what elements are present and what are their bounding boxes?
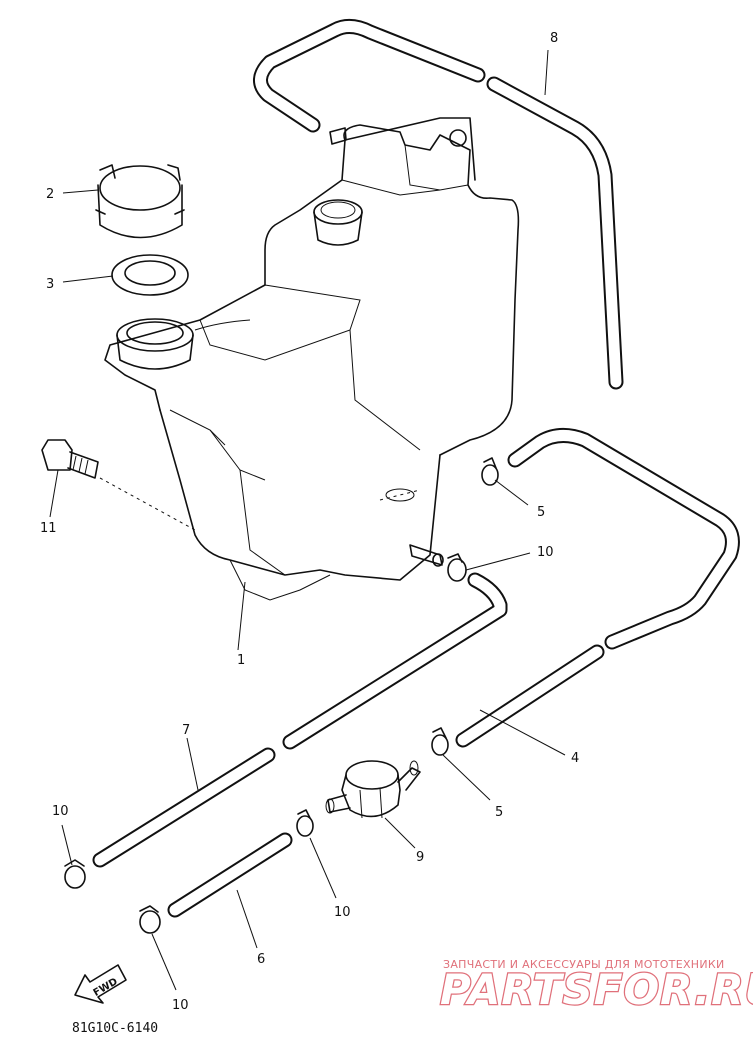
clamp-part-5-upper <box>481 457 499 486</box>
clamp-part-10-left-lower <box>139 905 161 934</box>
diagram-code: 81G10C-6140 <box>72 1021 158 1036</box>
leader-lines <box>49 49 566 991</box>
callout-10-spigot: 10 <box>537 545 554 560</box>
callout-1: 1 <box>237 653 245 668</box>
callout-10-left-lower: 10 <box>172 998 189 1013</box>
clamp-part-10-left-upper <box>64 859 86 889</box>
callout-10-left-upper: 10 <box>52 804 69 819</box>
cap-part-2 <box>95 164 185 239</box>
callout-5-upper: 5 <box>537 505 545 520</box>
watermark-tagline: ЗАПЧАСТИ И АКСЕССУАРЫ ДЛЯ МОТОТЕХНИКИ <box>443 958 725 971</box>
watermark: ЗАПЧАСТИ И АКСЕССУАРЫ ДЛЯ МОТОТЕХНИКИ PA… <box>439 958 753 1015</box>
clamp-part-10-spigot <box>447 553 467 582</box>
hose-part-8 <box>253 19 624 390</box>
bolt-part-11 <box>41 439 196 531</box>
hose-part-7 <box>92 747 276 868</box>
clamp-part-5-lower <box>431 727 449 756</box>
reservoir-tank-part-1 <box>104 117 520 601</box>
hose-part-4 <box>455 644 605 748</box>
hose-part-7-upper <box>282 572 508 750</box>
callout-2: 2 <box>46 187 54 202</box>
hose-part-6 <box>167 832 293 918</box>
fwd-arrow-icon: FWD <box>74 964 127 1004</box>
filter-part-9 <box>325 760 421 819</box>
fwd-label: FWD <box>92 976 120 999</box>
callout-7: 7 <box>182 723 190 738</box>
callout-5-lower: 5 <box>495 805 503 820</box>
callout-9: 9 <box>416 850 424 865</box>
clamp-part-10-filter <box>296 809 314 837</box>
callout-4: 4 <box>571 751 579 766</box>
callout-6: 6 <box>257 952 265 967</box>
callout-8: 8 <box>550 31 558 46</box>
seal-part-3 <box>111 254 189 296</box>
watermark-brand: PARTSFOR.RU <box>440 965 753 1014</box>
callout-3: 3 <box>46 277 54 292</box>
callout-11: 11 <box>40 521 57 536</box>
callout-10-filter: 10 <box>334 905 351 920</box>
callout-labels: 1 2 3 4 5 5 6 7 8 9 10 10 10 10 11 <box>40 31 579 1013</box>
hose-return <box>507 428 740 650</box>
